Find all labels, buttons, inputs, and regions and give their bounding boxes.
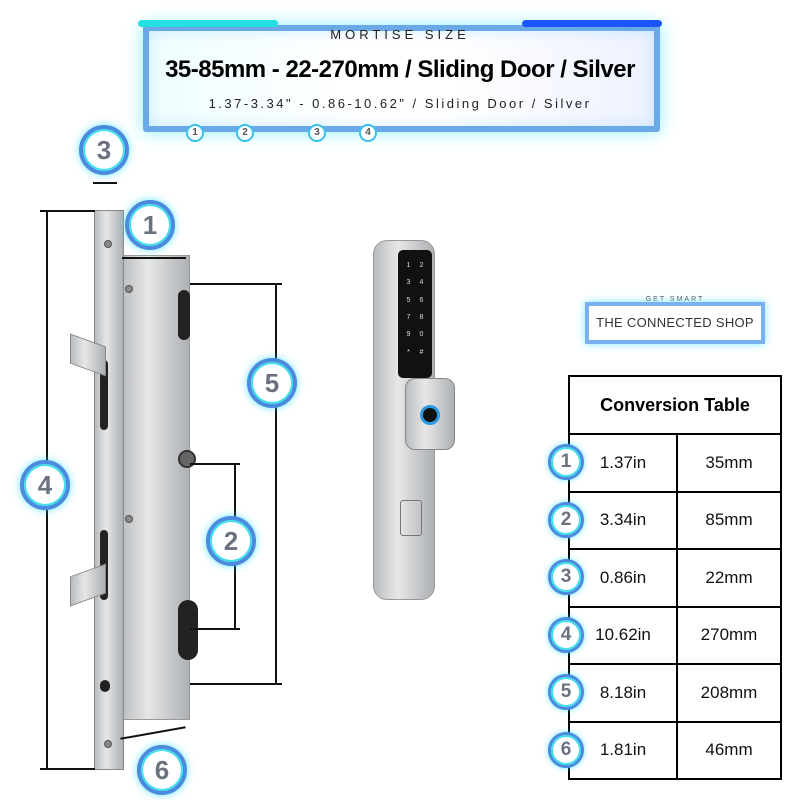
dim-tick bbox=[40, 210, 95, 212]
header-inches: 1.37-3.34" - 0.86-10.62" / Sliding Door … bbox=[208, 96, 592, 111]
keypad-key[interactable]: 6 bbox=[419, 296, 424, 304]
header-frame bbox=[143, 25, 660, 132]
mm-cell: 85mm bbox=[676, 490, 782, 550]
keypad-key[interactable]: 9 bbox=[406, 331, 411, 339]
cylinder-hole bbox=[178, 600, 198, 660]
keypad-key[interactable]: * bbox=[407, 348, 410, 356]
keypad-key[interactable]: 5 bbox=[406, 296, 411, 304]
key-cover bbox=[400, 500, 422, 536]
keypad-key[interactable]: 7 bbox=[406, 313, 411, 321]
logo-name: THE CONNECTED SHOP bbox=[585, 302, 765, 344]
mm-cell: 35mm bbox=[676, 433, 782, 493]
mm-cell: 208mm bbox=[676, 663, 782, 723]
screw bbox=[125, 285, 133, 293]
row-badge-1: 1 bbox=[548, 444, 584, 480]
inch-cell: 1.37in bbox=[568, 433, 678, 493]
mini-badge-2: 2 bbox=[236, 124, 254, 142]
badge-5: 5 bbox=[247, 358, 297, 408]
row-badge-2: 2 bbox=[548, 501, 584, 538]
keypad-key[interactable]: 1 bbox=[406, 262, 411, 269]
spindle-hole bbox=[178, 450, 196, 468]
badge-3: 3 bbox=[79, 125, 129, 175]
dim-line-6 bbox=[120, 726, 186, 740]
inch-cell: 1.81in bbox=[568, 720, 678, 780]
row-badge-4: 4 bbox=[548, 616, 584, 653]
dim-tick bbox=[40, 768, 95, 770]
slot bbox=[178, 290, 190, 340]
logo-tagline: GET SMART bbox=[645, 296, 705, 303]
inch-cell: 10.62in bbox=[568, 605, 678, 665]
mm-cell: 46mm bbox=[676, 720, 782, 780]
dim-tick bbox=[190, 463, 240, 465]
screw bbox=[125, 515, 133, 523]
row-badge-6: 6 bbox=[548, 731, 584, 768]
faceplate bbox=[94, 210, 124, 770]
dim-tick bbox=[190, 283, 282, 285]
latch-slot bbox=[100, 360, 108, 430]
dim-line-1 bbox=[122, 257, 186, 259]
badge-2: 2 bbox=[206, 516, 256, 566]
badge-1: 1 bbox=[125, 200, 175, 250]
mini-badge-1: 1 bbox=[186, 124, 204, 142]
hole bbox=[100, 680, 110, 692]
frame-accent-right bbox=[522, 20, 662, 27]
inch-cell: 3.34in bbox=[568, 490, 678, 550]
dim-tick bbox=[190, 683, 282, 685]
dim-line-3 bbox=[93, 182, 117, 184]
keypad-key[interactable]: 8 bbox=[419, 313, 424, 321]
mini-badge-4: 4 bbox=[359, 124, 377, 142]
keypad-key[interactable]: 2 bbox=[419, 262, 424, 269]
table-title: Conversion Table bbox=[568, 375, 782, 435]
row-badge-5: 5 bbox=[548, 674, 584, 710]
fingerprint-sensor-icon bbox=[420, 405, 440, 425]
header-title: 35-85mm - 22-270mm / Sliding Door / Silv… bbox=[165, 56, 635, 83]
badge-4: 4 bbox=[20, 460, 70, 510]
frame-accent-left bbox=[138, 20, 278, 27]
keypad-key[interactable]: # bbox=[419, 348, 424, 356]
screw bbox=[104, 740, 112, 748]
header-subtitle: MORTISE SIZE bbox=[330, 27, 470, 42]
badge-6: 6 bbox=[137, 745, 187, 795]
row-badge-3: 3 bbox=[548, 559, 584, 595]
keypad-key[interactable]: 0 bbox=[419, 331, 424, 339]
screw bbox=[104, 240, 112, 248]
dim-tick bbox=[190, 628, 240, 630]
keypad-key[interactable]: 3 bbox=[406, 279, 411, 287]
mm-cell: 22mm bbox=[676, 548, 782, 608]
mini-badge-3: 3 bbox=[308, 124, 326, 142]
inch-cell: 8.18in bbox=[568, 663, 678, 723]
dim-line-5 bbox=[275, 283, 277, 683]
keypad-key[interactable]: 4 bbox=[419, 279, 424, 287]
mm-cell: 270mm bbox=[676, 605, 782, 665]
inch-cell: 0.86in bbox=[568, 548, 678, 608]
